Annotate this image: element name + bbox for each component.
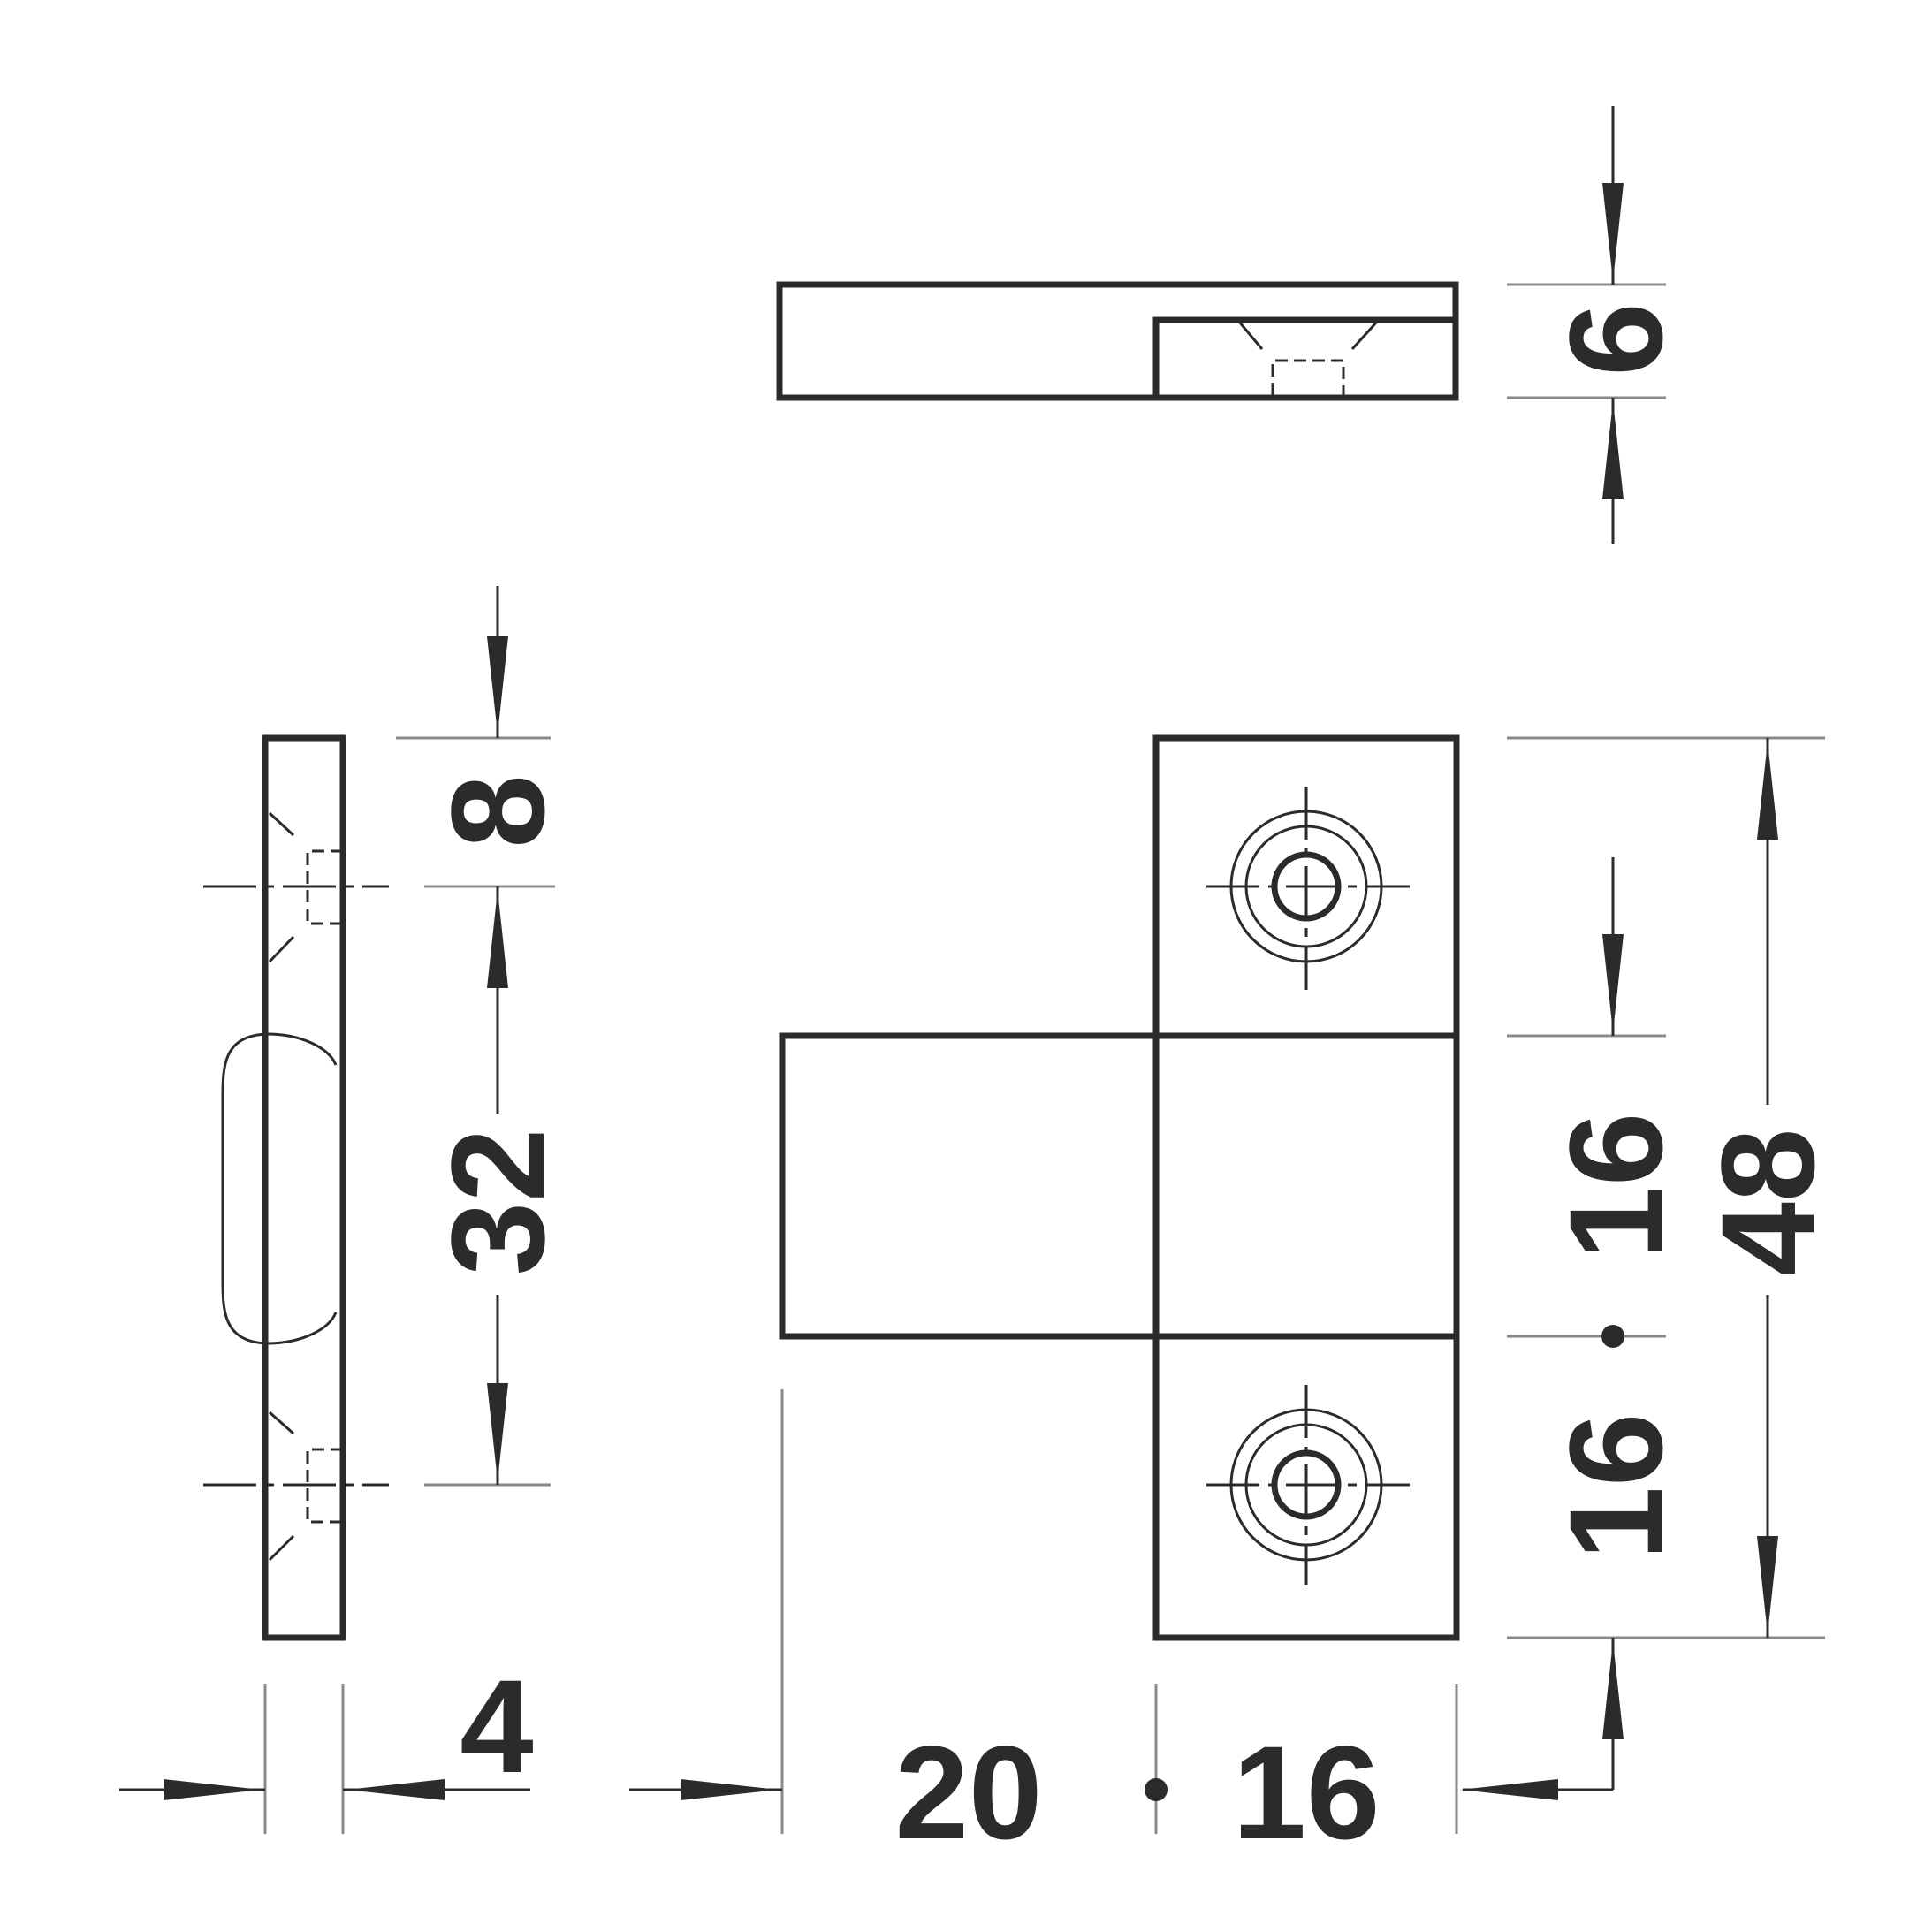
lower-screw-hole [1206, 1385, 1410, 1585]
upper-screw-hole [1206, 787, 1410, 990]
arrow-left-icon [1460, 1779, 1558, 1800]
side-view-lower-screw [203, 1411, 389, 1562]
dimension-label-16-lower: 16 [1541, 1413, 1690, 1561]
arrow-up-icon [1602, 1641, 1624, 1739]
arrow-up-icon [1757, 742, 1778, 840]
dimension-label-48: 48 [1693, 1129, 1842, 1276]
dimension-label-6: 6 [1541, 302, 1690, 376]
arrow-down-icon [1602, 183, 1624, 281]
dimension-point-icon [1145, 1778, 1168, 1801]
arrow-left-icon [346, 1779, 445, 1800]
dimension-thickness-top: 6 [1507, 106, 1690, 544]
arrow-up-icon [1602, 401, 1624, 499]
dimension-label-20: 20 [895, 1718, 1043, 1867]
dimension-point-icon [1601, 1325, 1624, 1348]
dimension-front-horizontal: 20 16 [629, 1389, 1458, 1867]
top-view [776, 281, 1459, 401]
arrow-right-icon [164, 1779, 262, 1800]
arrow-down-icon [487, 1383, 508, 1481]
dimension-side-thickness: 4 [119, 1652, 534, 1834]
arrow-down-icon [487, 636, 508, 734]
dimension-label-4: 4 [460, 1652, 533, 1800]
dimension-front-vertical: 16 16 48 [1460, 736, 1842, 1800]
dimension-label-32: 32 [423, 1129, 572, 1276]
arrow-down-icon [1602, 934, 1624, 1032]
dimension-label-16-upper: 16 [1541, 1113, 1690, 1260]
dimension-label-16-width: 16 [1233, 1718, 1381, 1867]
arrow-right-icon [681, 1779, 779, 1800]
top-view-countersink [1237, 320, 1379, 395]
arrow-up-icon [487, 890, 508, 988]
dimension-side-vertical: 8 32 [396, 586, 572, 1487]
arrow-down-icon [1757, 1536, 1778, 1634]
front-view [779, 734, 1460, 1641]
side-view [203, 734, 389, 1641]
dimension-label-8: 8 [423, 774, 572, 848]
side-view-upper-screw [203, 811, 389, 963]
